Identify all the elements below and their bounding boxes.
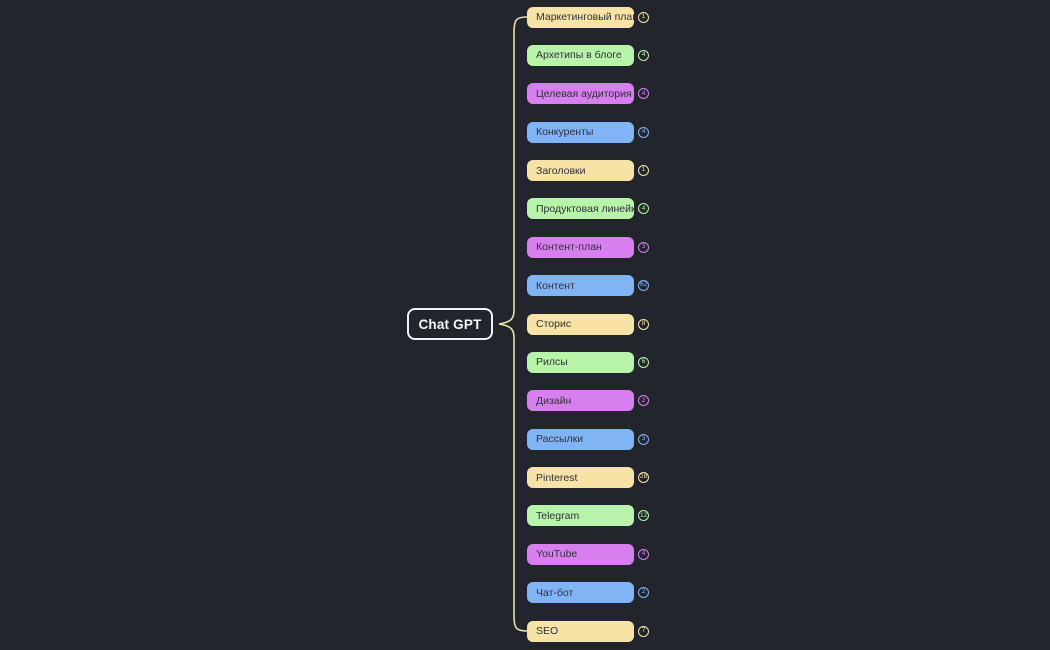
mindmap-node[interactable]: Telegram <box>527 505 634 527</box>
node-label: Архетипы в блоге <box>536 49 622 62</box>
mindmap-node-row: Рилсы 6 <box>527 351 649 373</box>
mindmap-node[interactable]: Контент-план <box>527 236 634 258</box>
node-label: Конкуренты <box>536 126 594 139</box>
node-count-badge[interactable]: 28 <box>638 472 650 483</box>
node-label: Чат-бот <box>536 586 574 599</box>
mindmap-node[interactable]: Конкуренты <box>527 121 634 143</box>
mindmap-node[interactable]: Целевая аудитория <box>527 83 634 105</box>
mindmap-node[interactable]: Рассылки <box>527 428 634 450</box>
mindmap-node-row: YouTube 4 <box>527 543 649 565</box>
node-count-badge[interactable]: 1 <box>638 165 649 176</box>
node-label: Маркетинговый план <box>536 11 639 23</box>
mindmap-node-row: Рассылки 3 <box>527 428 649 450</box>
node-label: Рилсы <box>536 356 568 369</box>
mindmap-node[interactable]: Контент <box>527 275 634 297</box>
mindmap-node[interactable]: Pinterest <box>527 467 634 488</box>
mindmap-node[interactable]: Заголовки <box>527 160 634 181</box>
node-label: Заголовки <box>536 164 586 177</box>
node-label: YouTube <box>536 548 578 561</box>
node-label: Рассылки <box>536 433 584 446</box>
node-count-badge[interactable]: 4 <box>638 49 649 61</box>
mindmap-node-row: Pinterest 28 <box>527 467 650 488</box>
node-label: Pinterest <box>536 471 578 484</box>
mindmap-node-row: Архетипы в блоге 4 <box>527 44 649 66</box>
mindmap-node-row: Продуктовая линейка 4 <box>527 198 649 220</box>
mindmap-node[interactable]: Архетипы в блоге <box>527 44 634 66</box>
node-count-badge[interactable]: 4 <box>638 548 649 560</box>
mindmap-node[interactable]: Чат-бот <box>527 582 634 604</box>
node-count-badge[interactable]: 4 <box>638 126 649 138</box>
mindmap-node-row: Сторис 8 <box>527 313 649 335</box>
node-label: Дизайн <box>536 394 572 407</box>
mindmap-node-row: Контент-план 3 <box>527 236 649 258</box>
mindmap-node[interactable]: Маркетинговый план <box>527 6 638 28</box>
node-count-badge[interactable]: 7 <box>638 625 649 637</box>
node-label: Контент-план <box>536 241 602 254</box>
node-count-badge[interactable]: 12 <box>638 510 650 522</box>
central-topic-node[interactable]: Chat GPT <box>407 308 493 340</box>
node-count-badge[interactable]: 8 <box>638 318 649 330</box>
node-label: Контент <box>536 279 575 292</box>
node-count-badge[interactable]: 1 <box>638 11 649 23</box>
node-count-badge[interactable]: 4 <box>638 203 649 215</box>
node-count-badge[interactable]: 2 <box>638 587 649 599</box>
mindmap-node-row: Telegram 12 <box>527 505 650 527</box>
node-count-badge[interactable]: 2 <box>638 395 649 407</box>
node-label: Сторис <box>536 318 572 330</box>
node-count-badge[interactable]: 62 <box>638 280 650 292</box>
node-label: Целевая аудитория <box>536 87 632 100</box>
mindmap-node-row: Заголовки 1 <box>527 160 649 181</box>
mindmap-node-row: Конкуренты 4 <box>527 121 649 143</box>
node-count-badge[interactable]: 4 <box>638 88 649 100</box>
mindmap-node-row: Маркетинговый план 1 <box>527 6 649 28</box>
mindmap-node-row: Дизайн 2 <box>527 390 649 412</box>
node-label: Telegram <box>536 509 580 522</box>
mindmap-node-row: SEO 7 <box>527 620 649 642</box>
mindmap-node[interactable]: Дизайн <box>527 390 634 412</box>
mindmap-node[interactable]: Рилсы <box>527 351 634 373</box>
mindmap-node[interactable]: SEO <box>527 620 634 642</box>
node-label: SEO <box>536 625 559 637</box>
mindmap-node-row: Целевая аудитория 4 <box>527 83 649 105</box>
node-count-badge[interactable]: 3 <box>638 433 649 445</box>
node-count-badge[interactable]: 6 <box>638 356 649 368</box>
mindmap-node[interactable]: YouTube <box>527 543 634 565</box>
mindmap-node[interactable]: Сторис <box>527 313 634 335</box>
node-count-badge[interactable]: 3 <box>638 241 649 253</box>
node-label: Продуктовая линейка <box>536 202 642 215</box>
central-topic-label: Chat GPT <box>418 316 482 332</box>
mindmap-node-row: Контент 62 <box>527 275 650 297</box>
mindmap-node[interactable]: Продуктовая линейка <box>527 198 642 220</box>
mindmap-node-row: Чат-бот 2 <box>527 582 649 604</box>
